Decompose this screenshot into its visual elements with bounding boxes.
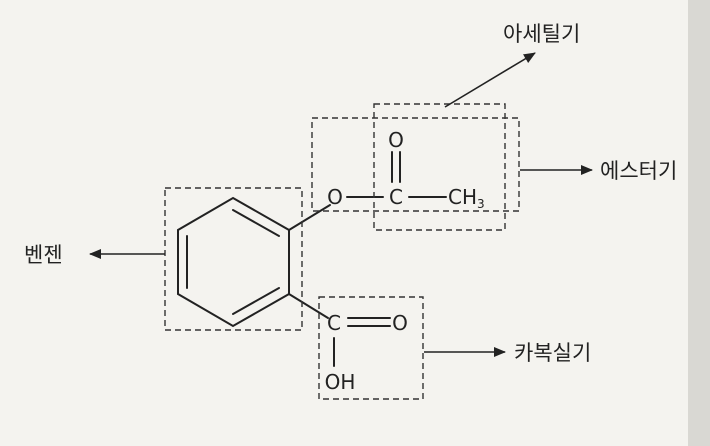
carboxyl-carbon-atom: C [327, 311, 341, 335]
carboxyl-box [318, 296, 424, 400]
methyl-group: CH3 [448, 185, 485, 211]
acetyl-box [373, 103, 506, 231]
ester-oxygen-atom: O [327, 185, 343, 209]
acetyl-label: 아세틸기 [503, 22, 580, 46]
ester-box [311, 117, 520, 212]
page-edge-shadow [688, 0, 710, 446]
carboxyl-carbonyl-oxygen-atom: O [392, 311, 408, 335]
hydroxyl-group: OH [325, 370, 356, 394]
benzene-ring [177, 196, 290, 328]
ester-label: 에스터기 [600, 159, 677, 183]
benzene-hexagon [177, 196, 290, 328]
benzene-inner-bond-2 [232, 287, 280, 315]
ring-to-ester-oxygen-bond [288, 204, 331, 231]
benzene-label: 벤젠 [24, 243, 63, 267]
ring-to-carboxyl-carbon-bond [288, 293, 329, 319]
acetyl-carbon-atom: C [389, 185, 403, 209]
carboxyl-label: 카복실기 [514, 341, 591, 365]
acetyl-carbonyl-oxygen-atom: O [388, 128, 404, 152]
acetyl-arrow [444, 52, 536, 108]
benzene-inner-bond-1 [232, 209, 280, 237]
